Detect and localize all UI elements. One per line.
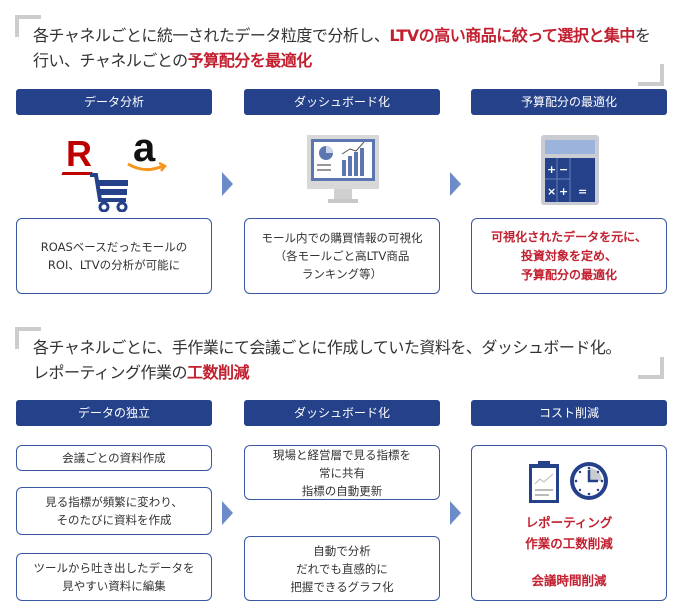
box-text: 常に共有 (319, 465, 365, 480)
clock-icon (570, 462, 608, 500)
box-text: 可視化されたデータを元に、 (491, 229, 647, 244)
box-text: 予算配分の最適化 (520, 267, 617, 282)
svg-text:+: + (547, 163, 556, 176)
header-cost-reduction: コスト削減 (471, 400, 667, 426)
box-text: 把握できるグラフ化 (290, 579, 394, 594)
quote-bracket-close (638, 357, 664, 379)
lead-highlight: LTVの高い商品に絞って選択と集中 (389, 26, 635, 45)
header-budget-optimization: 予算配分の最適化 (471, 89, 667, 115)
box-text: 作業の工数削減 (525, 536, 613, 551)
box-text: 指標の自動更新 (301, 483, 383, 498)
arrow-right-icon (450, 172, 461, 196)
data-analysis-box: ROASベースだったモールの ROI、LTVの分析が可能に (16, 218, 212, 294)
box-text: 自動で分析 (313, 543, 371, 558)
box-text: 見やすい資料に編集 (62, 579, 166, 593)
box-text: ROASベースだったモールの (40, 240, 188, 254)
quote-bracket-open (15, 15, 41, 37)
arrow-right-icon (222, 501, 233, 525)
box-text: 会議ごとの資料作成 (62, 451, 166, 465)
dashboard-box: 現場と経営層で見る指標を常に共有指標の自動更新 (244, 445, 440, 500)
cost-reduction-box: レポーティング 作業の工数削減 会議時間削減 (471, 445, 667, 601)
box-text: 投資対象を定め、 (520, 248, 617, 263)
section2-lead-line1: 各チャネルごとに、手作業にて会議ごとに作成していた資料を、ダッシュボード化。 (33, 338, 621, 357)
header-dashboard: ダッシュボード化 (244, 89, 440, 115)
svg-text:×: × (547, 185, 556, 198)
section1-lead-line2: 行い、チャネルごとの予算配分を最適化 (33, 48, 312, 73)
box-text: 見る指標が頻繁に変わり、 (45, 495, 183, 509)
header-data-independence: データの独立 (16, 400, 212, 426)
dashboard-box: 自動で分析だれでも直感的に把握できるグラフ化 (244, 536, 440, 601)
budget-box: 可視化されたデータを元に、投資対象を定め、予算配分の最適化 (471, 218, 667, 294)
box-text: レポーティング (525, 515, 613, 530)
lead-highlight: 予算配分を最適化 (187, 51, 313, 70)
calculator-icon: +−×+= (541, 135, 599, 205)
box-text: だれでも直感的に (296, 561, 388, 576)
quote-bracket-open (15, 327, 41, 349)
svg-text:−: − (559, 163, 568, 176)
quote-bracket-close (638, 64, 664, 86)
header-data-analysis: データ分析 (16, 89, 212, 115)
problem-box: ツールから吐き出したデータを見やすい資料に編集 (16, 553, 212, 601)
lead-text: レポーティング作業の (33, 363, 188, 382)
lead-text: 行い、チャネルごとの (33, 51, 188, 70)
problem-box: 会議ごとの資料作成 (16, 445, 212, 471)
box-text: そのたびに資料を作成 (56, 513, 172, 527)
box-text: 現場と経営層で見る指標を (273, 447, 411, 462)
box-text: モール内での購買情報の可視化 (261, 231, 423, 245)
box-text: ランキング等） (301, 267, 383, 281)
shopping-cart-icon (90, 173, 128, 212)
svg-text:=: = (578, 185, 587, 198)
arrow-right-icon (222, 172, 233, 196)
header-dashboard: ダッシュボード化 (244, 400, 440, 426)
svg-text:+: + (559, 185, 568, 198)
amazon-smile-icon (127, 161, 167, 172)
section2-lead-line2: レポーティング作業の工数削減 (33, 360, 250, 385)
icon-group (528, 460, 610, 504)
dashboard-box: モール内での購買情報の可視化 （各モールごと高LTV商品ランキング等） (244, 218, 440, 294)
report-clipboard-icon (529, 461, 559, 503)
problem-box: 見る指標が頻繁に変わり、そのたびに資料を作成 (16, 487, 212, 535)
box-text: （各モールごと高LTV商品 (274, 249, 410, 263)
box-text: ROI、LTVの分析が可能に (47, 258, 181, 272)
rakuten-logo-icon: R (66, 133, 92, 174)
amazon-logo-icon: a (133, 126, 156, 170)
dashboard-monitor-icon (307, 135, 379, 203)
lead-text: 各チャネルごとに統一されたデータ粒度で分析し、 (33, 26, 390, 45)
arrow-right-icon (450, 501, 461, 525)
section1-lead-line1: 各チャネルごとに統一されたデータ粒度で分析し、LTVの高い商品に絞って選択と集中… (33, 23, 651, 48)
box-text: ツールから吐き出したデータを (33, 561, 195, 575)
box-text: 会議時間削減 (531, 573, 607, 588)
lead-highlight: 工数削減 (187, 363, 250, 382)
lead-text: を (634, 26, 651, 45)
